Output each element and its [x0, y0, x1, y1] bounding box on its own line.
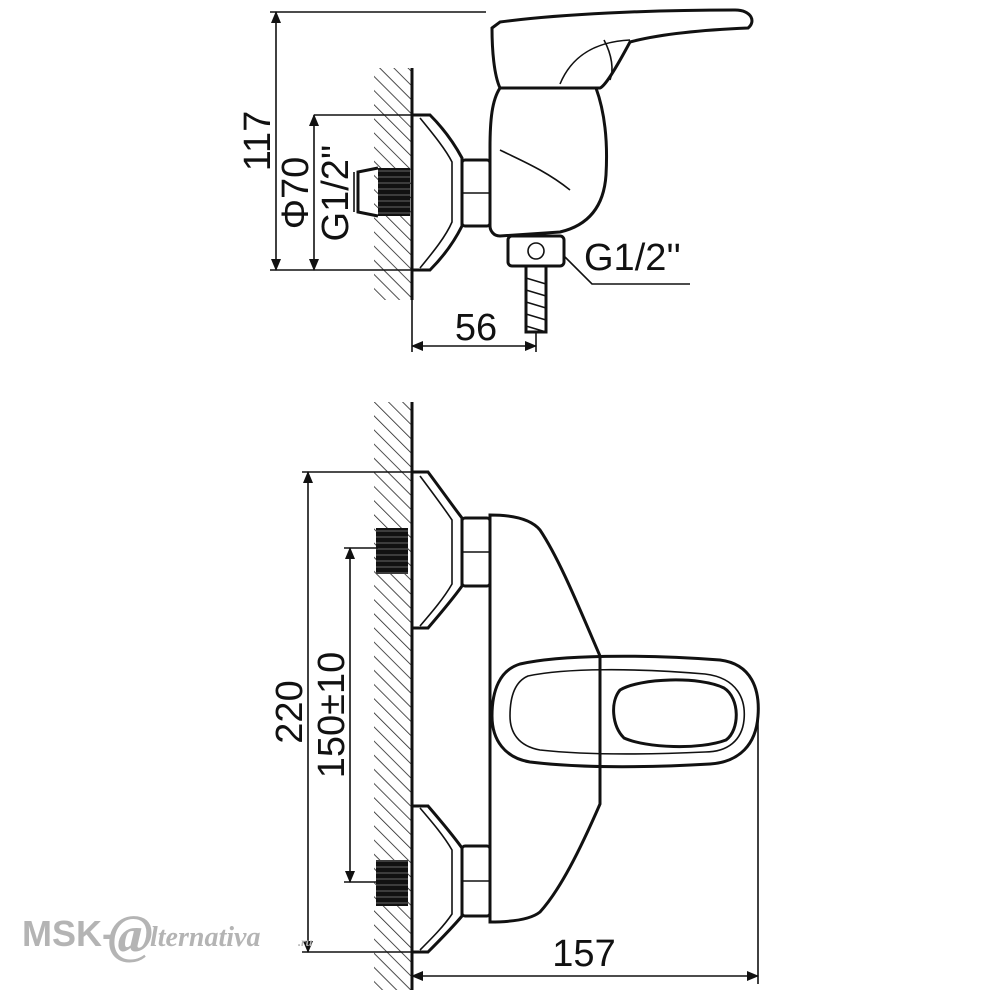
dim-length: 157: [552, 933, 615, 975]
dim-height-side: 220: [269, 680, 311, 743]
dim-centers: 150±10: [311, 652, 353, 779]
mixer-body-front: [488, 513, 602, 924]
dim-depth: 56: [455, 307, 497, 349]
dim-height-top: 117: [237, 111, 279, 172]
lever-top: [490, 8, 754, 90]
lever-handle-front: [612, 678, 738, 749]
front-view-bottom: 220 150±10 157: [269, 402, 760, 990]
inlet-thread-lower: [376, 860, 408, 906]
inlet-thread-upper: [376, 528, 408, 574]
watermark-at: @: [108, 904, 153, 964]
outlet-nut-top: [506, 234, 566, 268]
watermark-rest: lternativa: [150, 922, 260, 953]
dim-thread-left-top: G1/2'': [315, 145, 357, 242]
mixer-body-top: [488, 86, 608, 238]
dim-diameter: Φ70: [275, 157, 317, 230]
watermark-prefix: MSK-: [22, 913, 114, 954]
watermark: MSK- @ lternativa .ru: [22, 904, 313, 964]
side-view-top: 117 Φ70 G1/2'' G1/2'' 56: [237, 8, 754, 352]
hose-connector-top: [524, 264, 548, 334]
dim-thread-outlet: G1/2'': [584, 237, 681, 279]
wall-thread-top: [378, 168, 410, 216]
lever-ring-front: [490, 654, 760, 769]
watermark-tld: .ru: [298, 935, 313, 949]
